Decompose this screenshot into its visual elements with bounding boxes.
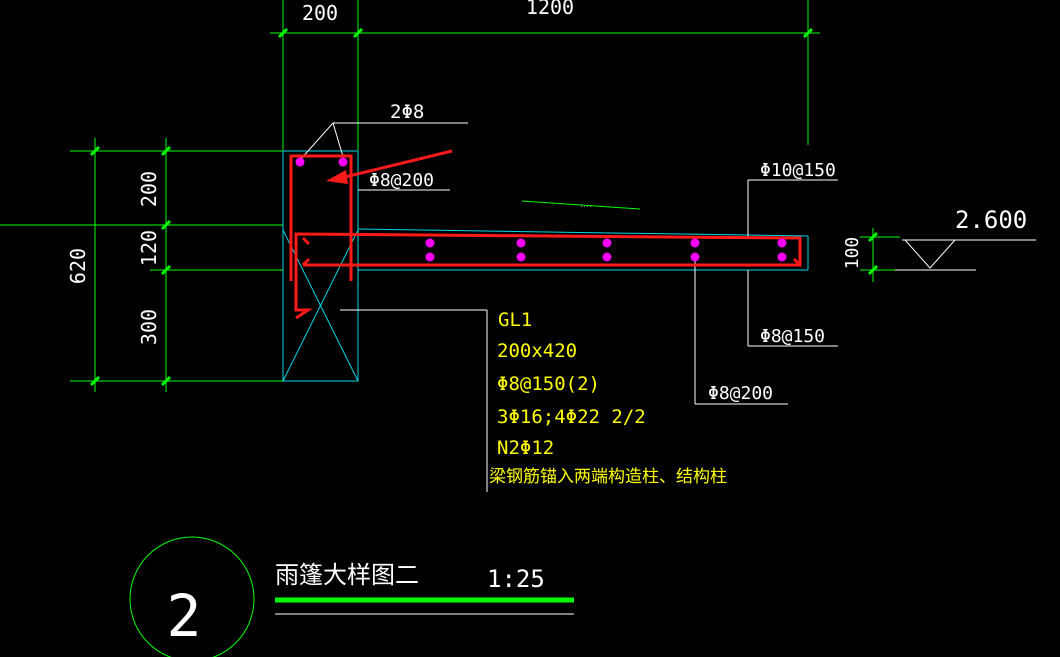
dim-left-total: 620	[66, 248, 90, 284]
note-slab-bottom: Φ8@150	[760, 326, 825, 347]
note-top-bars: 2Φ8	[390, 101, 424, 123]
dim-left-upper: 200	[137, 171, 161, 207]
beam-name: GL1	[498, 309, 532, 331]
dim-slab-thickness: 100	[842, 237, 863, 270]
elevation-symbol	[895, 239, 1036, 271]
dim-left-middle: 120	[137, 230, 161, 266]
detail-scale: 1:25	[487, 565, 545, 593]
note-slab-top: Φ10@150	[760, 160, 836, 181]
slope-note: ....	[580, 203, 592, 209]
annotation-arrow	[344, 149, 453, 179]
dim-top-right: 1200	[526, 0, 574, 19]
rebar-dots	[295, 157, 787, 262]
detail-number: 2	[167, 582, 202, 650]
note-distribution: Φ8@200	[708, 383, 773, 404]
elevation-label: 2.600	[955, 206, 1027, 234]
dim-left-lower: 300	[137, 309, 161, 345]
dimension-ticks	[89, 27, 879, 387]
beam-side-bars: N2Φ12	[497, 437, 554, 459]
beam-stirrup: Φ8@150(2)	[497, 373, 600, 395]
rebar	[289, 154, 802, 320]
detail-title: 雨篷大样图二	[275, 561, 419, 589]
leader-lines	[299, 122, 838, 492]
detail-number-circle	[129, 536, 255, 657]
note-stirrup-top: Φ8@200	[369, 170, 434, 191]
beam-note: 梁钢筋锚入两端构造柱、结构柱	[489, 467, 727, 487]
annotation-arrowhead	[326, 170, 348, 184]
dim-top-left: 200	[302, 1, 338, 25]
beam-size: 200x420	[497, 340, 577, 362]
concrete-outline	[282, 150, 809, 382]
beam-main-bars: 3Φ16;4Φ22 2/2	[497, 406, 646, 428]
